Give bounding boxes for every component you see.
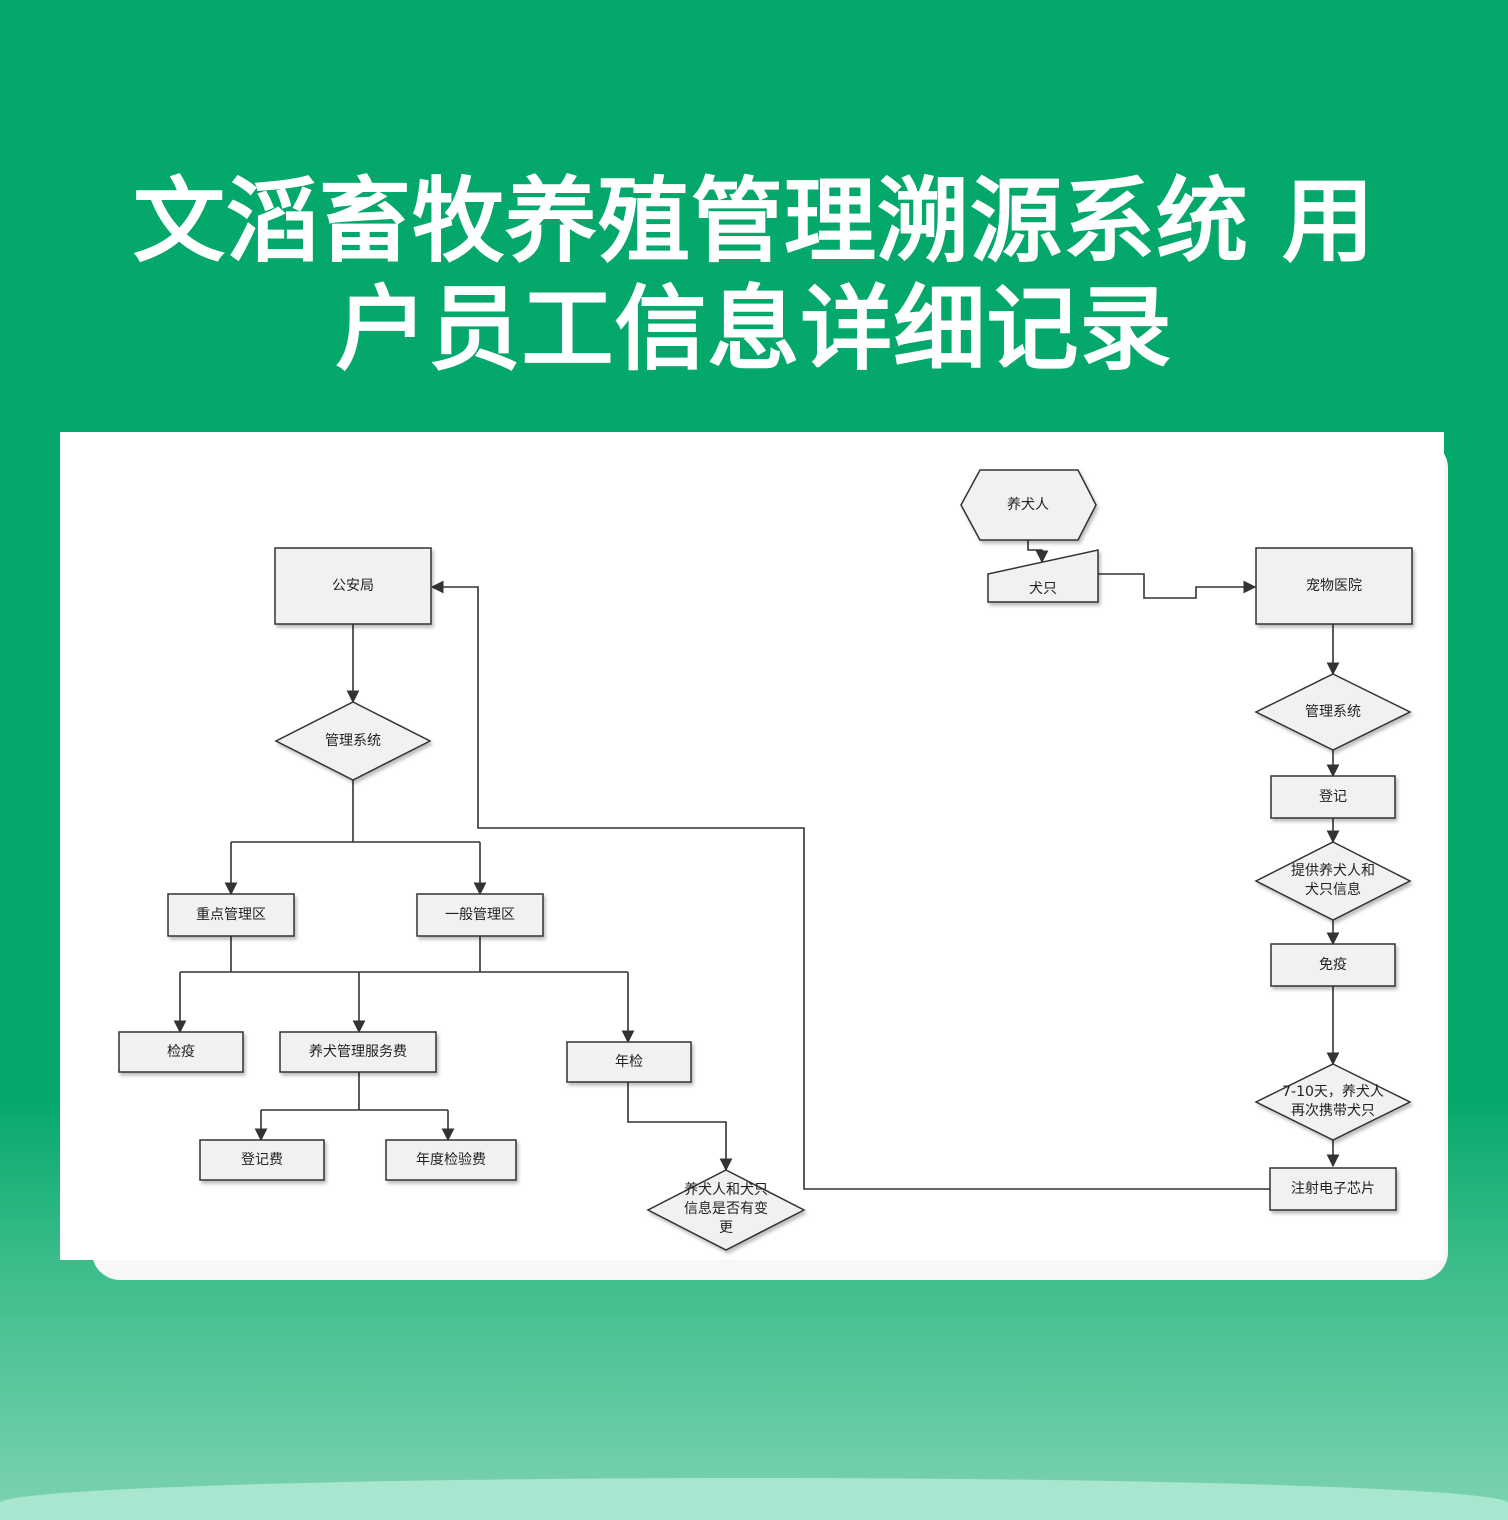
node-revisit-line2: 再次携带犬只 xyxy=(1291,1103,1375,1119)
node-police-label: 公安局 xyxy=(332,578,374,594)
node-mgmt-right-label: 管理系统 xyxy=(1305,704,1361,720)
node-annual-fee-label: 年度检验费 xyxy=(416,1152,486,1168)
node-info-change: 养犬人和犬只 信息是否有变 更 xyxy=(646,1169,806,1251)
node-chip: 注射电子芯片 xyxy=(1269,1167,1397,1211)
node-mgmt-right: 管理系统 xyxy=(1254,673,1412,751)
node-chip-label: 注射电子芯片 xyxy=(1291,1181,1375,1197)
flowchart: 公安局 管理系统 重点管理区 一般管理区 检疫 养犬管理服务费 年检 登记费 年… xyxy=(118,469,1413,1251)
node-mgmt-left: 管理系统 xyxy=(274,701,432,781)
node-police: 公安局 xyxy=(274,547,432,625)
node-service-fee-label: 养犬管理服务费 xyxy=(309,1044,407,1060)
bottom-band xyxy=(0,1478,1508,1520)
node-provide-info-line2: 犬只信息 xyxy=(1305,881,1361,898)
node-annual-fee: 年度检验费 xyxy=(385,1139,517,1181)
node-register: 登记 xyxy=(1270,775,1396,819)
node-quarantine: 检疫 xyxy=(118,1031,244,1073)
node-service-fee: 养犬管理服务费 xyxy=(279,1031,437,1073)
node-key-zone: 重点管理区 xyxy=(167,893,295,937)
edge-mgmt-split xyxy=(231,780,480,843)
edge-chip-to-police xyxy=(430,580,1270,1190)
node-revisit-line1: 7-10天，养犬人 xyxy=(1282,1084,1384,1100)
node-info-change-line2: 信息是否有变 xyxy=(684,1200,768,1217)
node-owner-label: 养犬人 xyxy=(1007,497,1049,513)
node-dog: 犬只 xyxy=(987,549,1099,603)
node-register-label: 登记 xyxy=(1319,789,1347,805)
node-mgmt-left-label: 管理系统 xyxy=(325,733,381,749)
node-reg-fee-label: 登记费 xyxy=(241,1152,283,1168)
node-info-change-line3: 更 xyxy=(719,1220,733,1236)
node-key-zone-label: 重点管理区 xyxy=(196,907,266,923)
node-revisit: 7-10天，养犬人 再次携带犬只 xyxy=(1254,1063,1412,1141)
node-hospital-label: 宠物医院 xyxy=(1306,578,1362,594)
node-immunize: 免疫 xyxy=(1270,943,1396,987)
node-hospital: 宠物医院 xyxy=(1255,547,1413,625)
node-info-change-line1: 养犬人和犬只 xyxy=(684,1182,768,1198)
node-provide-info: 提供养犬人和 犬只信息 xyxy=(1254,841,1412,921)
page-title: 文滔畜牧养殖管理溯源系统 用 户员工信息详细记录 xyxy=(60,168,1448,384)
node-general-zone: 一般管理区 xyxy=(416,893,544,937)
node-annual-check-label: 年检 xyxy=(615,1054,643,1070)
node-reg-fee: 登记费 xyxy=(199,1139,325,1181)
node-immunize-label: 免疫 xyxy=(1319,957,1347,973)
title-line-1: 文滔畜牧养殖管理溯源系统 用 xyxy=(132,168,1376,275)
edge-fee-split xyxy=(261,1072,448,1111)
node-quarantine-label: 检疫 xyxy=(167,1044,195,1060)
title-line-2: 户员工信息详细记录 xyxy=(335,276,1173,383)
edge-dog-to-hospital xyxy=(1098,573,1257,599)
node-owner: 养犬人 xyxy=(960,469,1097,541)
node-annual-check: 年检 xyxy=(566,1041,692,1083)
node-dog-label: 犬只 xyxy=(1029,581,1057,597)
edge-check-to-decision xyxy=(627,1082,733,1172)
node-general-zone-label: 一般管理区 xyxy=(445,907,515,923)
edge-owner-to-dog xyxy=(1027,540,1049,564)
flowchart-panel: 公安局 管理系统 重点管理区 一般管理区 检疫 养犬管理服务费 年检 登记费 年… xyxy=(60,432,1444,1260)
edge-zones-merge xyxy=(180,936,628,973)
node-provide-info-line1: 提供养犬人和 xyxy=(1291,863,1375,879)
